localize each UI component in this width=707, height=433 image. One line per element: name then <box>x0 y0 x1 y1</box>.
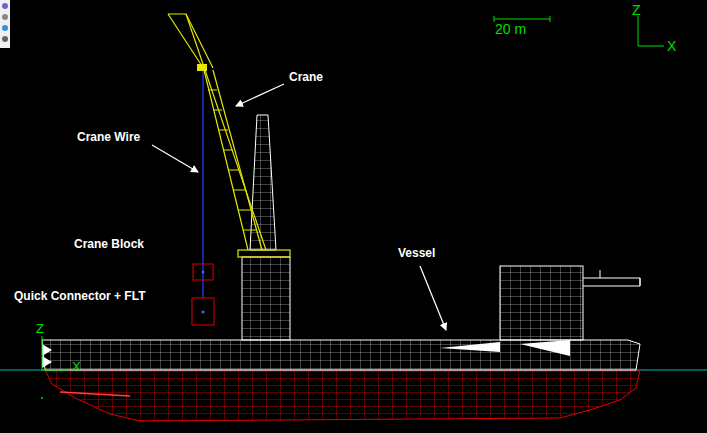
helideck <box>583 270 640 286</box>
local-axis <box>42 336 70 370</box>
axis-triad <box>638 16 664 46</box>
quick-connector <box>192 298 214 325</box>
part-name: Crane <box>288 71 324 85</box>
part-name: Crane Wire <box>76 131 141 145</box>
scale-label: 20 m <box>495 21 526 37</box>
part-name: Crane Block <box>73 238 145 252</box>
leader-arrows <box>152 84 446 330</box>
part-name: Vessel <box>397 247 436 261</box>
axis-label: Z <box>36 322 44 337</box>
axis-label: X <box>667 38 676 54</box>
hull-underwater <box>45 370 640 421</box>
crane-pedestal <box>242 257 290 340</box>
crane-boom <box>168 14 266 250</box>
bow-detail <box>42 340 570 368</box>
axis-label: X <box>72 360 81 375</box>
crane-block <box>193 264 213 280</box>
deck-house <box>500 266 583 340</box>
toolbar-icons <box>0 0 10 48</box>
axis-label: Z <box>632 2 641 18</box>
hull-topside <box>42 340 640 370</box>
crane-slew-ring <box>238 250 290 257</box>
hull-detail <box>60 392 130 396</box>
crane-sheave <box>197 64 207 71</box>
part-name: Quick Connector + FLT <box>13 290 146 304</box>
